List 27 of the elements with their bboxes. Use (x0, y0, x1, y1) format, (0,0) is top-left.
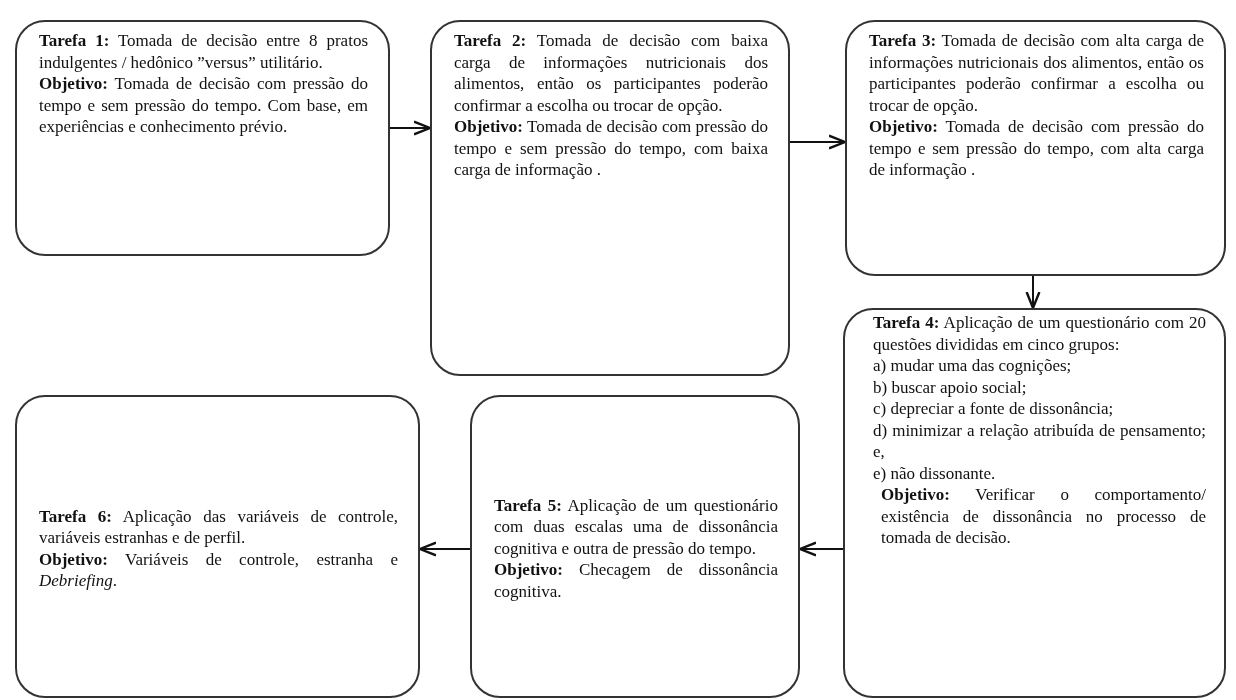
task-description: Tarefa 3: Tomada de decisão com alta carga de informações nutricionais dos alimentos, então os participantes poderão confirmar a escolha ou trocar de opção. (869, 30, 1204, 116)
task-box (843, 308, 1226, 698)
objective-text: Objetivo: Checagem de dissonância cognitiva. (494, 559, 778, 603)
arrow (1025, 275, 1041, 310)
objective-text: Objetivo: Tomada de decisão com pressão do tempo e sem pressão do tempo. Com base, em experiências e conhecimento prévio. (39, 73, 368, 138)
arrow (418, 541, 471, 557)
objective-text: Objetivo: Tomada de decisão com pressão do tempo e sem pressão do tempo, com alta carga de informação . (869, 116, 1204, 181)
task-description: Tarefa 5: Aplicação de um questionário com duas escalas uma de dissonância cognitiva e outra de pressão do tempo. (494, 494, 778, 560)
task-description: Tarefa 1: Tomada de decisão entre 8 pratos indulgentes / hedônico ”versus” utilitário. (39, 30, 368, 73)
objective-text: Objetivo: Variáveis de controle, estranha e Debriefing. (39, 548, 398, 592)
arrow (798, 541, 844, 557)
task-description: Tarefa 2: Tomada de decisão com baixa carga de informações nutricionais dos alimentos, então os participantes poderão confirmar a escolha ou trocar de opção. (454, 30, 768, 116)
task-box (430, 20, 790, 376)
task-box (845, 20, 1226, 276)
arrow (789, 134, 847, 150)
task-box (15, 20, 390, 256)
objective-text: Objetivo: Verificar o comportamento/ existência de dissonância no processo de tomada de decisão. (881, 484, 1206, 549)
task-box (15, 395, 420, 698)
task-description: Tarefa 6: Aplicação das variáveis de controle, variáveis estranhas e de perfil. (39, 505, 398, 549)
task-box (470, 395, 800, 698)
list-item: b) buscar apoio social; (873, 376, 1028, 398)
task-description: Tarefa 4: Aplicação de um questionário com 20 questões divididas em cinco grupos: (873, 312, 1206, 355)
list-item: a) mudar uma das cognições; (873, 355, 1073, 377)
objective-text: Objetivo: Tomada de decisão com pressão do tempo e sem pressão do tempo, com baixa carga de informação . (454, 116, 768, 181)
list-item: e) não dissonante. (873, 462, 997, 484)
list-item: c) depreciar a fonte de dissonância; (873, 398, 1115, 420)
arrow (389, 120, 432, 136)
